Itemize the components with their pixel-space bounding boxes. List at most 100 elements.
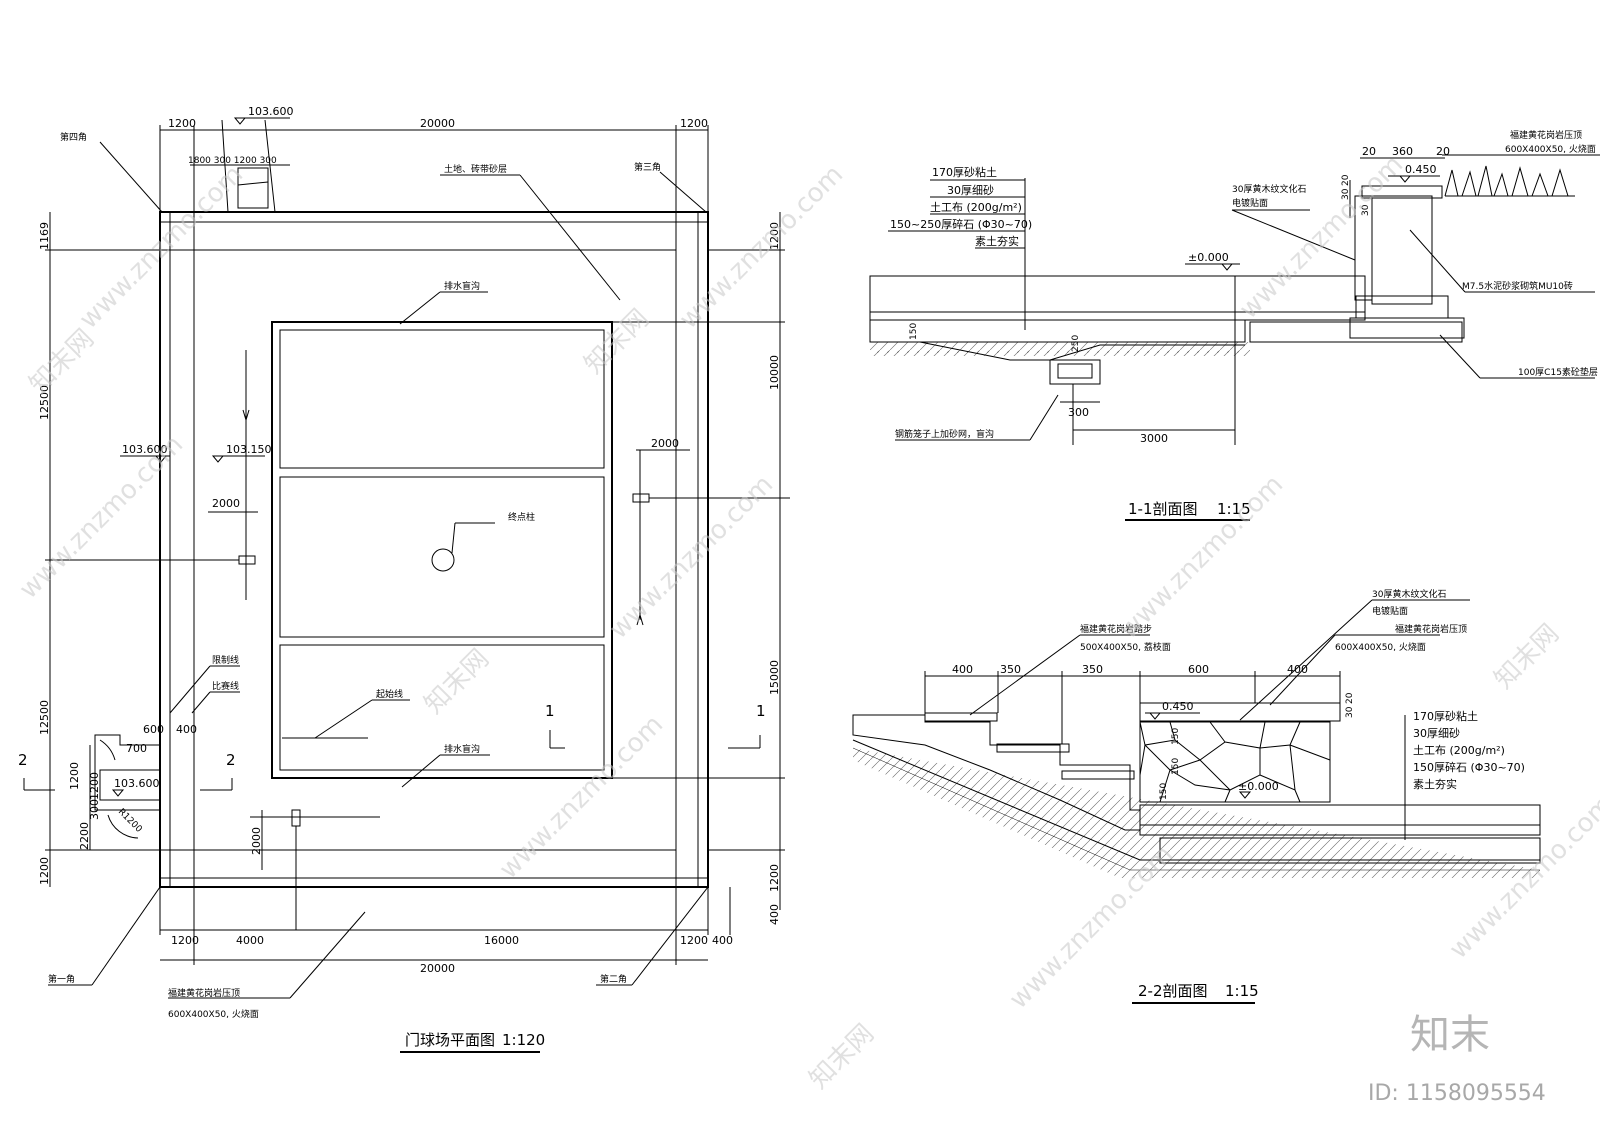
s1-dim-1: 20 xyxy=(1362,145,1376,158)
dim-inner-5: 400 xyxy=(176,723,197,736)
left-wing xyxy=(94,734,160,811)
brick-wall xyxy=(1371,195,1433,305)
dim-left-1: 1169 xyxy=(38,222,51,250)
s1-right-5: M7.5水泥砂浆砌筑MU10砖 xyxy=(1462,280,1573,292)
dim-inner-4: 600 xyxy=(143,723,164,736)
s1-dim-7: 150 xyxy=(909,323,919,340)
s1-right-6: 100厚C15素砼垫层 xyxy=(1518,366,1598,378)
dim-bottom-1: 1200 xyxy=(171,934,199,947)
watermark-brand: 知末网 xyxy=(579,304,655,380)
s1-level: ±0.000 xyxy=(1188,251,1229,264)
watermark-site: www.znzmo.com xyxy=(1234,150,1409,325)
drain-bottom-label: 排水盲沟 xyxy=(444,743,480,755)
corner-4-label: 第四角 xyxy=(60,131,87,143)
s2-dim-4: 600 xyxy=(1188,663,1209,676)
dim-left-3: 12500 xyxy=(38,700,51,735)
s2-title: 2-2剖面图 xyxy=(1138,982,1208,1000)
s2-dim-2: 350 xyxy=(1000,663,1021,676)
gate-marker xyxy=(238,555,256,565)
s1-dim-8: 250 xyxy=(1071,335,1081,352)
coping-stone xyxy=(1361,185,1443,199)
s2-layer-1: 170厚砂粘土 xyxy=(1413,709,1478,723)
court-zone-top xyxy=(279,329,605,469)
s1-layer-5: 素土夯实 xyxy=(975,234,1019,248)
section-2-2: 400 350 350 600 400 30 20 150 150 150 0.… xyxy=(852,588,1541,1004)
dim-right-4: 1200 xyxy=(768,864,781,892)
s2-scale: 1:15 xyxy=(1225,982,1259,1000)
gate-marker xyxy=(291,809,301,827)
watermark-brand: 知末网 xyxy=(1489,619,1565,695)
s2-dim-10: 150 xyxy=(1159,783,1169,800)
s1-right-1: 福建黄花岗岩压顶 xyxy=(1510,129,1582,141)
culture-stone xyxy=(1354,195,1373,301)
dim-right-1: 1200 xyxy=(768,222,781,250)
surface-label: 土地、砖带砂层 xyxy=(444,163,507,175)
dim-left-2: 12500 xyxy=(38,385,51,420)
stair-step xyxy=(996,743,1070,753)
s2-dim-8: 150 xyxy=(1171,728,1181,745)
dim-right-3: 15000 xyxy=(768,660,781,695)
entry-path xyxy=(221,119,276,213)
limit-line-label: 限制线 xyxy=(212,654,239,666)
s1-dim-5: 20 xyxy=(1341,174,1351,186)
level-left: 103.600 xyxy=(122,443,168,456)
stair-step xyxy=(1061,770,1135,780)
dim-inner-3: 2000 xyxy=(250,827,263,855)
dim-left-6: 1200 xyxy=(38,857,51,885)
plan-title: 门球场平面图 xyxy=(405,1031,495,1049)
dim-left-4: 1200 xyxy=(68,762,81,790)
s2-layer-2: 30厚细砂 xyxy=(1413,727,1460,740)
watermark-site: www.znzmo.com xyxy=(674,160,849,335)
s1-title: 1-1剖面图 xyxy=(1128,500,1198,518)
s1-layer-2: 30厚细砂 xyxy=(947,184,994,197)
corner-3-label: 第三角 xyxy=(634,161,661,173)
dim-inner-2: 2000 xyxy=(212,497,240,510)
dim-inner-6: 700 xyxy=(126,742,147,755)
s2-layer-3: 土工布 (200g/m²) xyxy=(1413,744,1505,757)
section-mark-2b: 2 xyxy=(226,751,236,769)
outer-frame xyxy=(159,211,709,888)
s1-dim-2: 360 xyxy=(1392,145,1413,158)
s1-dim-10: 3000 xyxy=(1140,432,1168,445)
dim-inner-7: 1200 xyxy=(88,772,101,800)
grass-symbol xyxy=(1444,165,1569,197)
watermark-layer: www.znzmo.com www.znzmo.com www.znzmo.co… xyxy=(14,150,1600,1106)
center-post-label: 终点柱 xyxy=(508,511,535,523)
watermark-site: www.znzmo.com xyxy=(74,160,249,335)
gate-marker xyxy=(632,493,650,503)
s2-label-4: 500X400X50, 荔枝面 xyxy=(1080,641,1171,653)
s1-drain-label: 钢筋笼子上加砂网，盲沟 xyxy=(895,428,994,440)
s1-layer-1: 170厚砂粘土 xyxy=(932,165,997,179)
dim-inner-8: 300 xyxy=(88,799,101,820)
start-line-label: 起始线 xyxy=(376,688,403,700)
dim-top-1: 1200 xyxy=(168,117,196,130)
s1-scale: 1:15 xyxy=(1217,500,1251,518)
edge-stone-label: 福建黄花岗岩压顶 xyxy=(168,987,240,999)
stair-step xyxy=(924,712,998,722)
section-mark-1b: 1 xyxy=(756,702,766,720)
radius-label: R1200 xyxy=(116,807,144,835)
corner-2-label: 第二角 xyxy=(600,973,627,985)
dim-bottom-total: 20000 xyxy=(420,962,455,975)
s1-dim-6: 30 xyxy=(1361,204,1371,216)
plan-view: 1200 20000 1200 1800 300 1200 300 103.60… xyxy=(18,105,790,1053)
dim-right-5: 400 xyxy=(768,904,781,925)
stone-wall xyxy=(1139,721,1331,803)
s1-level-top: 0.450 xyxy=(1405,163,1437,176)
watermark-site: www.znzmo.com xyxy=(494,710,669,885)
s2-level: ±0.000 xyxy=(1238,780,1279,793)
s2-layer-4: 150厚碎石 (Φ30~70) xyxy=(1413,760,1525,774)
watermark-site: www.znzmo.com xyxy=(604,470,779,645)
s2-label-6: 600X400X50, 火烧面 xyxy=(1335,641,1426,653)
edge-stone-size: 600X400X50, 火烧面 xyxy=(168,1008,259,1020)
court-zone-bottom xyxy=(279,644,605,771)
section-mark-2a: 2 xyxy=(18,751,28,769)
drain-boundary xyxy=(271,321,613,779)
dim-top-2: 20000 xyxy=(420,117,455,130)
s2-label-1: 30厚黄木纹文化石 xyxy=(1372,588,1446,600)
s1-right-2: 600X400X50, 火烧面 xyxy=(1505,143,1596,155)
drain-cage xyxy=(1049,359,1101,385)
dim-bottom-4: 1200 xyxy=(680,934,708,947)
dim-right-2: 10000 xyxy=(768,355,781,390)
